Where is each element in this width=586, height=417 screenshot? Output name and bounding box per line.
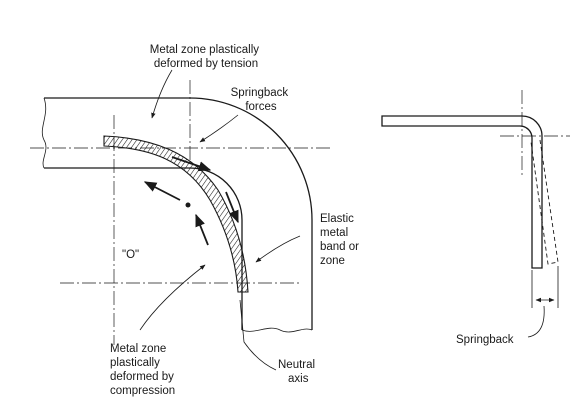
springback-forces-leader (199, 114, 239, 143)
compression-leader (139, 264, 206, 331)
tension-leader (151, 69, 173, 119)
outer-edge (44, 97, 313, 330)
neutral-axis-label: Neutral axis (278, 359, 318, 385)
neutral-axis-leader (239, 299, 277, 371)
compression-zone-label: Metal zone plastically deformed by compr… (110, 343, 177, 397)
springback-leader (527, 305, 545, 338)
springback-force-arrows (143, 156, 239, 246)
center-o-label: "O" (122, 249, 139, 261)
springback-forces-label: Springback forces (231, 87, 292, 113)
tension-zone-label: Metal zone plastically deformed by tensi… (150, 44, 263, 70)
springback-position (530, 139, 559, 265)
elastic-band-hatched (103, 135, 249, 293)
center-point (185, 202, 191, 208)
springback-label: Springback (456, 334, 514, 346)
left-break-line (41, 97, 47, 169)
elastic-band-leader (255, 235, 301, 263)
elastic-band-label: Elastic metal band or zone (320, 213, 362, 267)
bottom-break-line (241, 327, 313, 333)
formed-part (381, 115, 543, 269)
bend-section (41, 97, 313, 333)
springback-figure (381, 90, 570, 338)
